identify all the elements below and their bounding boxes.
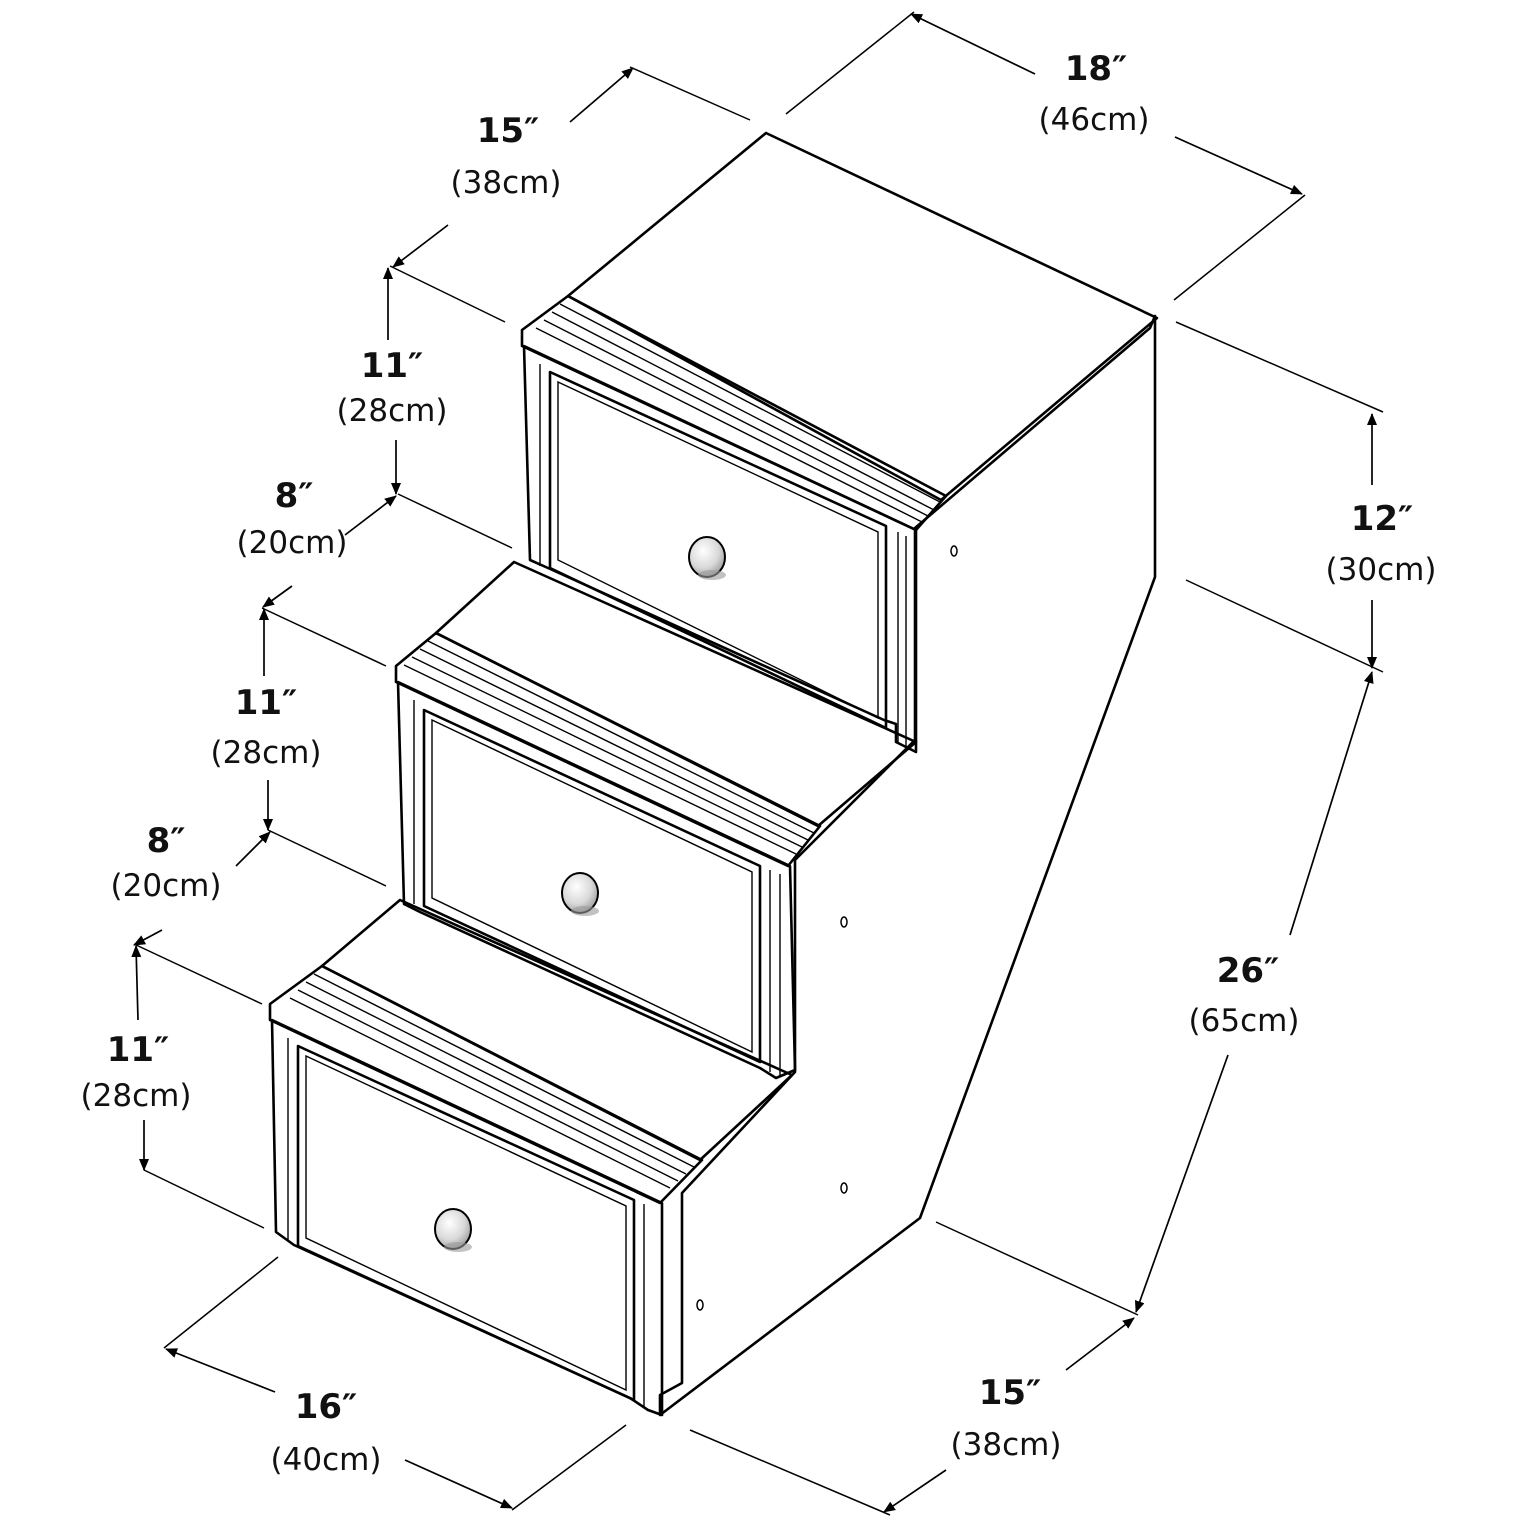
middle-riser: [396, 680, 797, 1080]
top-drawer[interactable]: [539, 364, 907, 746]
screw-hole: [840, 916, 848, 928]
step2-tread: [434, 560, 918, 828]
step1-tread: [320, 898, 794, 1162]
total-height-metric: (65cm): [1189, 1003, 1300, 1039]
top-nosing: [520, 294, 948, 532]
step1-depth-metric: (20cm): [111, 868, 222, 904]
step3-height-imperial: 11″: [361, 346, 424, 386]
side-top-height-imperial: 12″: [1351, 499, 1414, 539]
top-width-imperial: 15″: [477, 111, 540, 151]
bottom-depth-imperial: 15″: [979, 1373, 1042, 1413]
bottom-riser: [270, 1018, 664, 1417]
top-width-metric: (38cm): [451, 165, 562, 201]
top-riser: [522, 344, 918, 754]
step1-height-metric: (28cm): [81, 1078, 192, 1114]
step1-depth-imperial: 8″: [147, 821, 186, 861]
extension-lines: [133, 11, 1384, 1516]
stairs-structure: [268, 131, 1159, 1417]
front-width-imperial: 16″: [295, 1387, 358, 1427]
step2-depth-imperial: 8″: [275, 476, 314, 516]
bottom-drawer[interactable]: [287, 1038, 645, 1408]
top-depth-imperial: 18″: [1065, 49, 1128, 89]
middle-drawer[interactable]: [413, 700, 781, 1076]
step2-depth-metric: (20cm): [237, 525, 348, 561]
step2-height-imperial: 11″: [235, 683, 298, 723]
top-depth-metric: (46cm): [1039, 102, 1150, 138]
top-surface: [566, 131, 1159, 502]
side-top-height-metric: (30cm): [1326, 552, 1437, 588]
bottom-depth-metric: (38cm): [951, 1427, 1062, 1463]
screw-hole: [696, 1299, 704, 1311]
dimension-labels: 18″ (46cm) 15″ (38cm) 11″ (28cm) 8″ (20c…: [81, 49, 1437, 1478]
step1-height-imperial: 11″: [107, 1030, 170, 1070]
side-panel: [658, 314, 1157, 1417]
step3-height-metric: (28cm): [337, 393, 448, 429]
screw-hole: [950, 545, 958, 557]
dimension-lines: [131, 13, 1377, 1513]
screw-hole: [840, 1182, 848, 1194]
step2-height-metric: (28cm): [211, 735, 322, 771]
front-width-metric: (40cm): [271, 1442, 382, 1478]
total-height-imperial: 26″: [1217, 951, 1280, 991]
